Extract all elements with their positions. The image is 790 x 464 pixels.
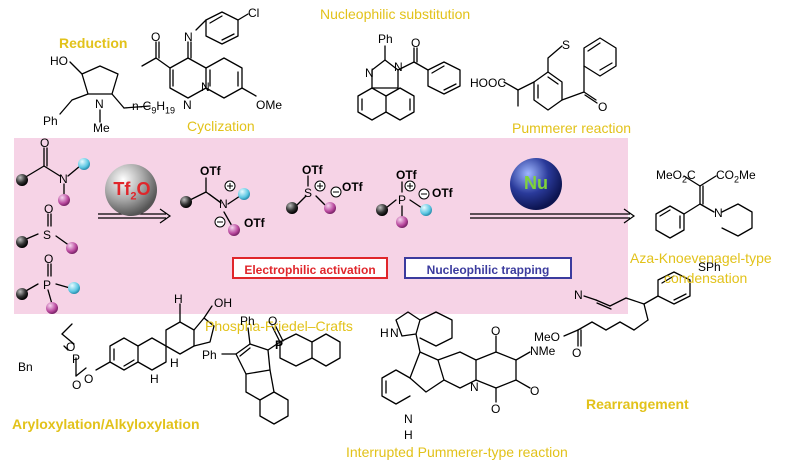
perimidine-structure — [357, 45, 461, 121]
black-ball — [376, 204, 388, 216]
magenta-ball — [66, 242, 78, 254]
magenta-ball — [396, 216, 408, 228]
reaction-arrows — [98, 208, 636, 224]
intermediate-structures — [189, 175, 423, 227]
label-cyclization: Cyclization — [187, 118, 255, 134]
electrophilic-activation-box: Electrophilic activation — [232, 257, 388, 279]
substituent-balls — [16, 158, 432, 314]
label-nucleophilic-substitution: Nucleophilic substitution — [320, 6, 471, 22]
magenta-ball — [46, 302, 58, 314]
cyan-ball — [68, 282, 80, 294]
aza-knoevenagel-structure — [655, 175, 753, 239]
cyan-ball — [78, 158, 90, 170]
nu-sphere — [510, 158, 562, 210]
cyclization-structure — [141, 11, 257, 99]
phosphole-structure — [221, 324, 341, 425]
estradiol-phosphate-structure — [61, 303, 215, 377]
rearrangement-structure — [563, 271, 691, 347]
label-pummerer: Pummerer reaction — [512, 120, 632, 136]
tf2o-label: Tf2O — [113, 179, 151, 203]
black-ball — [16, 174, 28, 186]
tf2o-sphere — [105, 164, 157, 216]
label-aryloxylation: Aryloxylation/Alkyloxylation — [12, 416, 200, 432]
magenta-ball — [324, 202, 336, 214]
nu-label: Nu — [524, 173, 548, 193]
label-aza-line2: condensation — [664, 270, 748, 286]
pummerer-structure — [503, 37, 617, 111]
interrupted-pummerer-structure — [381, 311, 531, 405]
nucleophilic-trapping-box: Nucleophilic trapping — [404, 257, 572, 279]
black-ball — [180, 196, 192, 208]
label-reduction: Reduction — [59, 35, 128, 51]
black-ball — [16, 288, 28, 300]
label-aza-line1: Aza-Knoevenagel-type — [630, 250, 772, 266]
reduction-structure — [59, 61, 151, 123]
magenta-ball — [228, 224, 240, 236]
black-ball — [286, 202, 298, 214]
black-ball — [16, 236, 28, 248]
cyan-ball — [238, 188, 250, 200]
label-interrupted-pummerer: Interrupted Pummerer-type reaction — [346, 444, 568, 460]
label-phospha: Phospha-Friedel–Crafts — [205, 318, 353, 334]
magenta-ball — [58, 194, 70, 206]
cyan-ball — [420, 204, 432, 216]
label-rearrangement: Rearrangement — [586, 396, 689, 412]
